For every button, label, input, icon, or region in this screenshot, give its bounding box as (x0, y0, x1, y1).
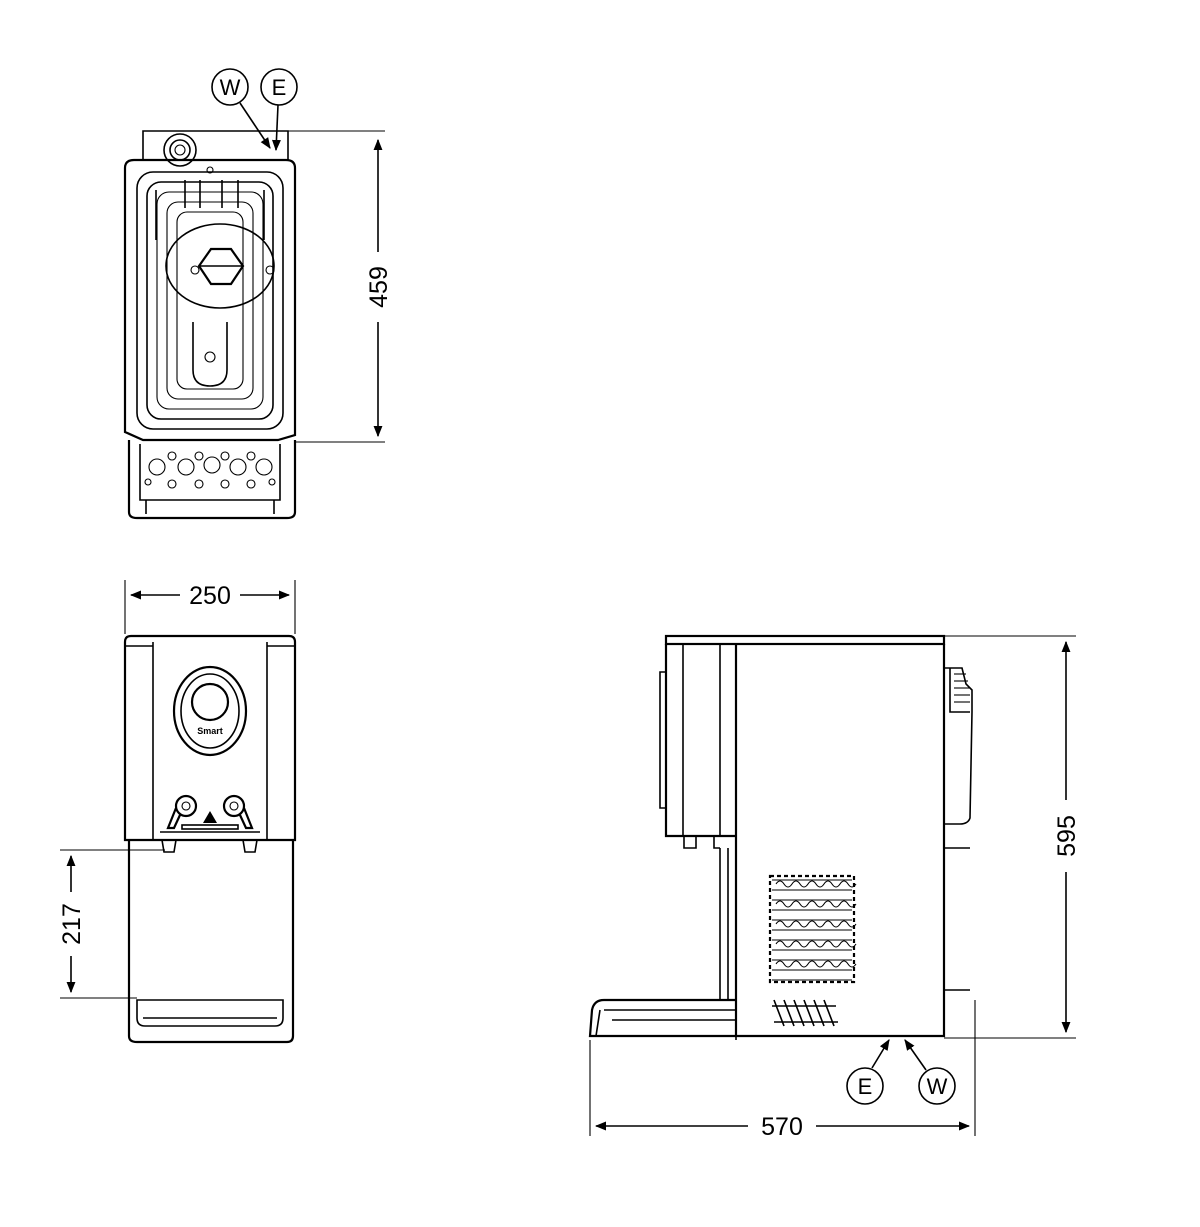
svg-text:W: W (927, 1074, 948, 1099)
connector-knob-icon (163, 133, 197, 167)
brand-logo: Smart (197, 726, 223, 736)
side-view: E W 595 570 (588, 634, 1081, 1141)
dimension-drip-height-label: 217 (58, 903, 86, 945)
warning-triangle-icon (203, 811, 217, 823)
dimension-width: 250 (124, 580, 296, 634)
svg-text:W: W (220, 75, 241, 100)
dimension-width-label: 250 (189, 582, 231, 610)
water-connection-tag-side: W (904, 1039, 956, 1105)
hex-knob-icon (197, 247, 245, 286)
vent-grill (768, 874, 857, 984)
electric-connection-tag-top: E (260, 68, 298, 152)
top-view: W E 459 (123, 68, 393, 520)
lower-slots (772, 999, 838, 1027)
dimension-length: 570 (589, 1000, 976, 1141)
svg-text:E: E (272, 75, 287, 100)
water-connection-tag-top: W (211, 68, 271, 149)
dimension-depth-label: 459 (365, 266, 393, 308)
dispense-button-icon: Smart (172, 665, 248, 757)
dimension-height: 595 (944, 635, 1081, 1039)
dimension-height-label: 595 (1053, 815, 1081, 857)
electric-connection-tag-side: E (846, 1039, 890, 1105)
svg-text:E: E (858, 1074, 873, 1099)
rear-connector-icon (944, 667, 973, 825)
dimension-depth: 459 (288, 130, 393, 443)
dimension-length-label: 570 (761, 1113, 803, 1141)
taps (160, 794, 260, 853)
drip-grill-holes (144, 451, 276, 489)
vent-slots (155, 180, 265, 240)
front-view: 250 Smart (58, 580, 297, 1044)
dimension-drip-height: 217 (58, 849, 165, 999)
